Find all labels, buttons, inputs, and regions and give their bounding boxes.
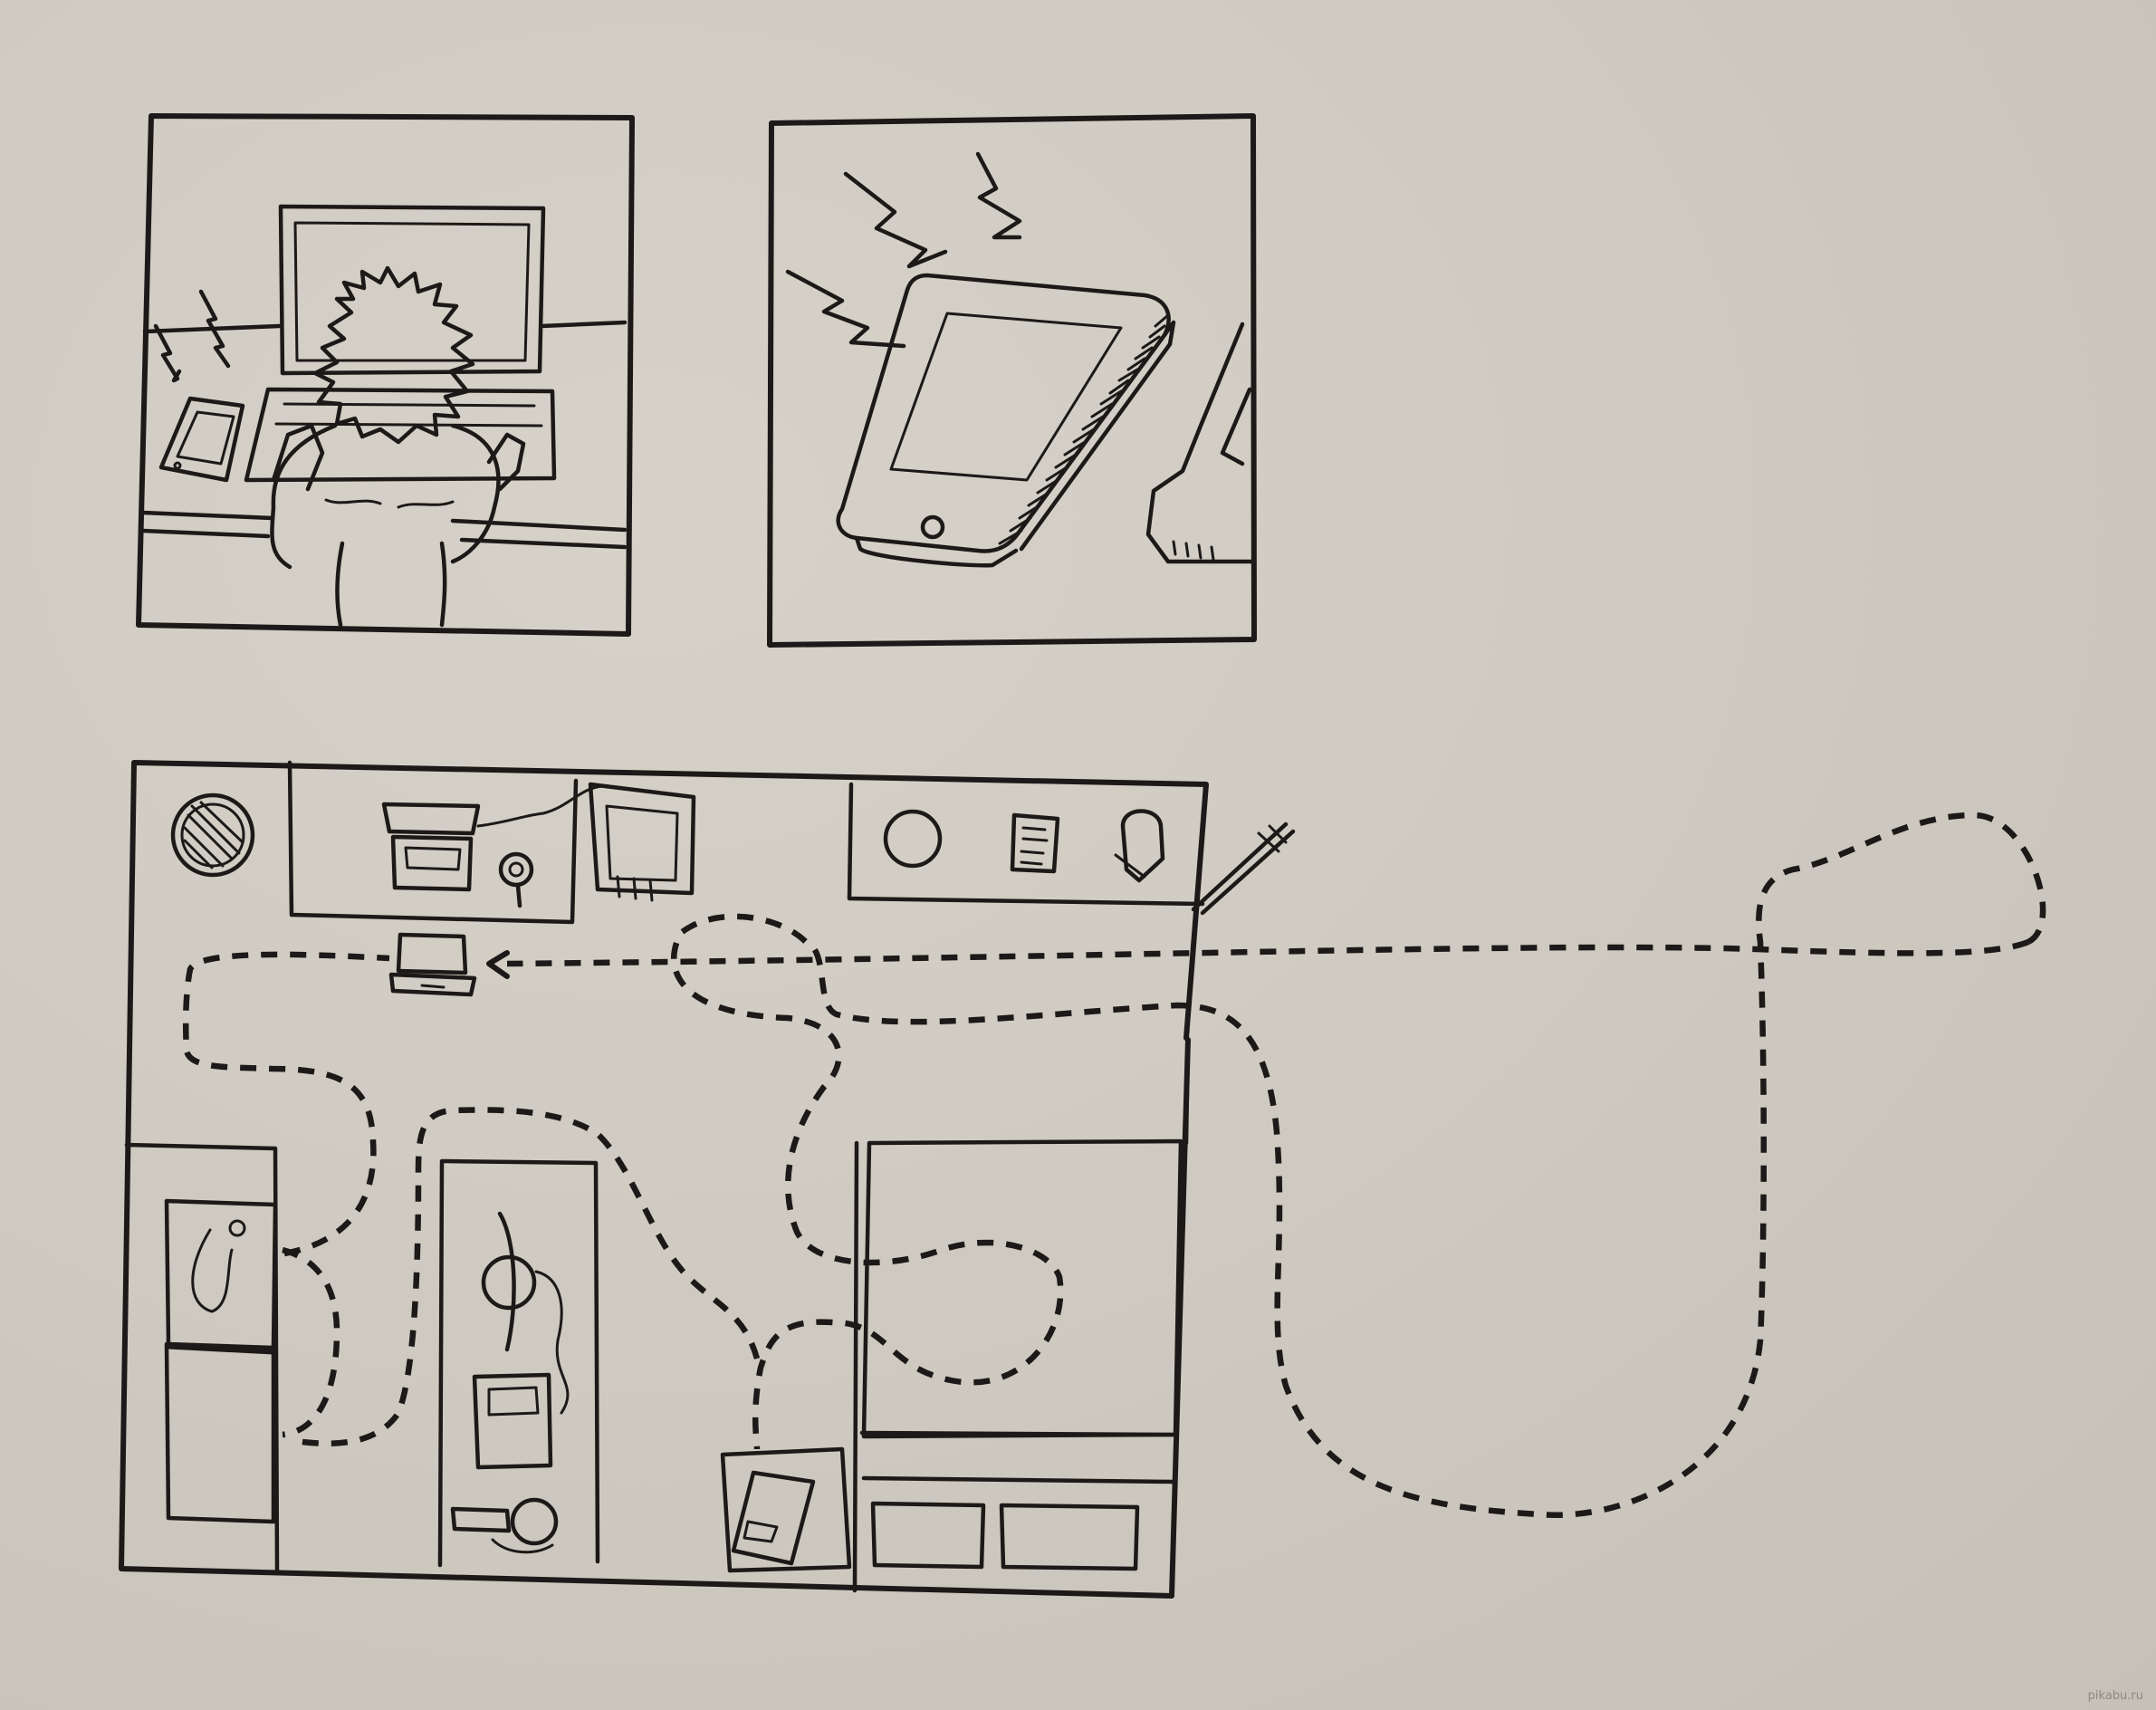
- panel-1-frame: [136, 113, 635, 637]
- phone-icon: [158, 396, 245, 483]
- basket-icon: [170, 793, 255, 878]
- laptop-edge-icon: [1145, 322, 1256, 564]
- search-path: [671, 812, 2046, 1518]
- person-figure: [270, 265, 526, 628]
- bag-icon: [1120, 809, 1165, 883]
- pencil-icon: [1191, 821, 1296, 916]
- panel-room-floorplan: [119, 760, 2046, 1599]
- bed-icon: [852, 1138, 1183, 1593]
- phone-icon: [720, 1446, 852, 1573]
- headphones-icon: [450, 1506, 512, 1533]
- arrow-icon: [486, 950, 510, 979]
- search-path: [282, 1246, 340, 1438]
- chair-icon: [472, 1372, 553, 1470]
- cabinet-left: [124, 1142, 280, 1575]
- search-path: [182, 951, 390, 1257]
- search-path: [289, 1107, 761, 1446]
- notebook-icon: [1010, 812, 1060, 874]
- monitor-icon: [497, 1211, 516, 1352]
- search-path: [506, 938, 2030, 967]
- cable-icon: [191, 1228, 234, 1313]
- panel-phone-closeup: [767, 113, 1257, 648]
- laptop-icon: [381, 784, 605, 908]
- desk-middle: [437, 1158, 600, 1568]
- printer-icon: [588, 782, 696, 902]
- vibration-marks-icon: [785, 151, 1022, 349]
- phone-icon: [836, 273, 1176, 568]
- shelf-items: [883, 809, 1165, 883]
- plate-icon: [883, 809, 943, 869]
- watermark-text: pikabu.ru: [2087, 1689, 2143, 1703]
- vibration-marks-icon: [153, 289, 231, 383]
- panel-person-at-laptop: [136, 113, 635, 637]
- laptop-icon: [388, 932, 477, 997]
- panel-2-frame: [767, 113, 1257, 648]
